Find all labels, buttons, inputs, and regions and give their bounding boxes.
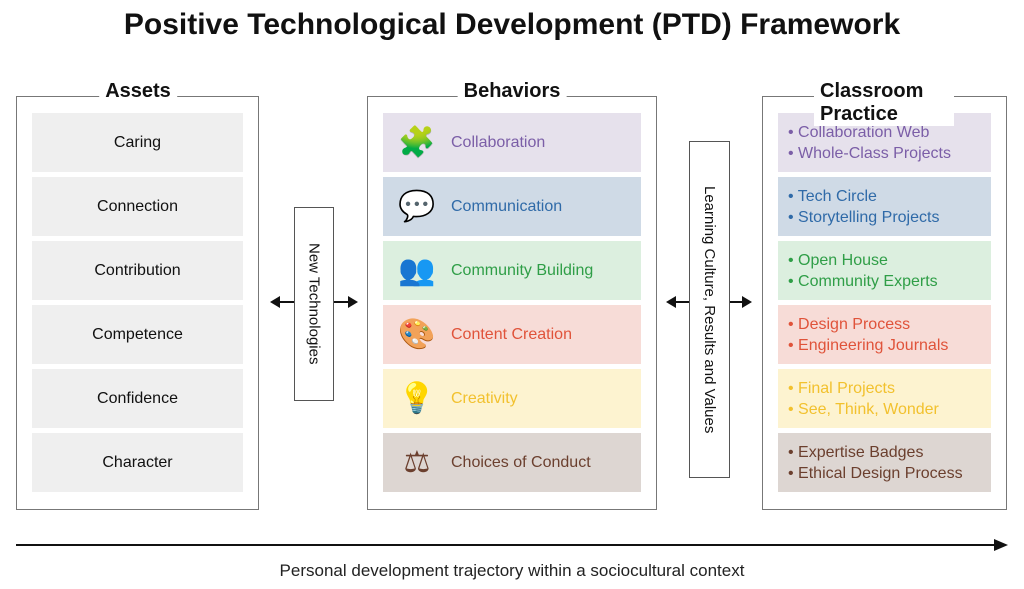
behaviors-column: 🧩 Collaboration 💬 Communication 👥 Community B… (367, 96, 657, 510)
asset-item: Caring (32, 113, 243, 172)
practice-bullet: Open House (788, 250, 888, 271)
practice-bullet: Storytelling Projects (788, 207, 939, 228)
practice-item: Expertise BadgesEthical Design Process (778, 433, 991, 492)
asset-item: Contribution (32, 241, 243, 300)
practice-item: Open HouseCommunity Experts (778, 241, 991, 300)
puzzle-people-icon: 🧩 (398, 126, 436, 159)
asset-item: Competence (32, 305, 243, 364)
practice-bullet: Design Process (788, 314, 910, 335)
practice-item: Tech CircleStorytelling Projects (778, 177, 991, 236)
classroom-practice-column: Collaboration WebWhole-Class ProjectsTec… (762, 96, 1007, 510)
asset-item: Confidence (32, 369, 243, 428)
new-technologies-label: New Technologies (305, 243, 323, 365)
practice-bullet: Tech Circle (788, 186, 877, 207)
trajectory-caption: Personal development trajectory within a… (279, 561, 745, 580)
behavior-label: Communication (451, 197, 563, 215)
practice-bullet: Collaboration Web (788, 122, 929, 143)
behavior-item: 💡 Creativity (383, 369, 641, 428)
behavior-label: Community Building (451, 261, 594, 279)
practice-item: Design ProcessEngineering Journals (778, 305, 991, 364)
practice-bullet: Engineering Journals (788, 335, 948, 356)
practice-bullet: See, Think, Wonder (788, 399, 939, 420)
practice-item: Final ProjectsSee, Think, Wonder (778, 369, 991, 428)
behavior-item: 🧩 Collaboration (383, 113, 641, 172)
assets-heading: Assets (99, 80, 177, 103)
lightbulb-head-icon: 💡 (398, 382, 436, 415)
learning-culture-label: Learning Culture, Results and Values (701, 185, 718, 434)
practice-bullet: Community Experts (788, 271, 938, 292)
circle-of-people-icon: 👥 (398, 254, 436, 287)
asset-item: Connection (32, 177, 243, 236)
behavior-item: 👥 Community Building (383, 241, 641, 300)
practice-bullet: Expertise Badges (788, 442, 923, 463)
behavior-item: 🎨 Content Creation (383, 305, 641, 364)
diagram-title: Positive Technological Development (PTD)… (123, 8, 901, 41)
learning-culture-box: Learning Culture, Results and Values (689, 141, 730, 478)
creative-tools-icon: 🎨 (398, 318, 436, 351)
behavior-label: Collaboration (451, 133, 546, 151)
trajectory-arrowhead (994, 539, 1008, 551)
behavior-label: Choices of Conduct (451, 453, 591, 471)
practice-bullet: Whole-Class Projects (788, 143, 951, 164)
classroom-practice-heading: Classroom Practice (814, 80, 954, 126)
behavior-label: Creativity (451, 389, 518, 407)
behavior-item: ⚖ Choices of Conduct (383, 433, 641, 492)
new-technologies-box: New Technologies (294, 207, 334, 401)
practice-bullet: Ethical Design Process (788, 463, 963, 484)
asset-item: Character (32, 433, 243, 492)
behavior-item: 💬 Communication (383, 177, 641, 236)
trajectory-arrow (16, 544, 996, 546)
practice-bullet: Final Projects (788, 378, 895, 399)
behavior-label: Content Creation (451, 325, 572, 343)
chat-people-icon: 💬 (398, 190, 436, 223)
behaviors-heading: Behaviors (457, 80, 567, 103)
scales-icon: ⚖ (403, 446, 431, 479)
